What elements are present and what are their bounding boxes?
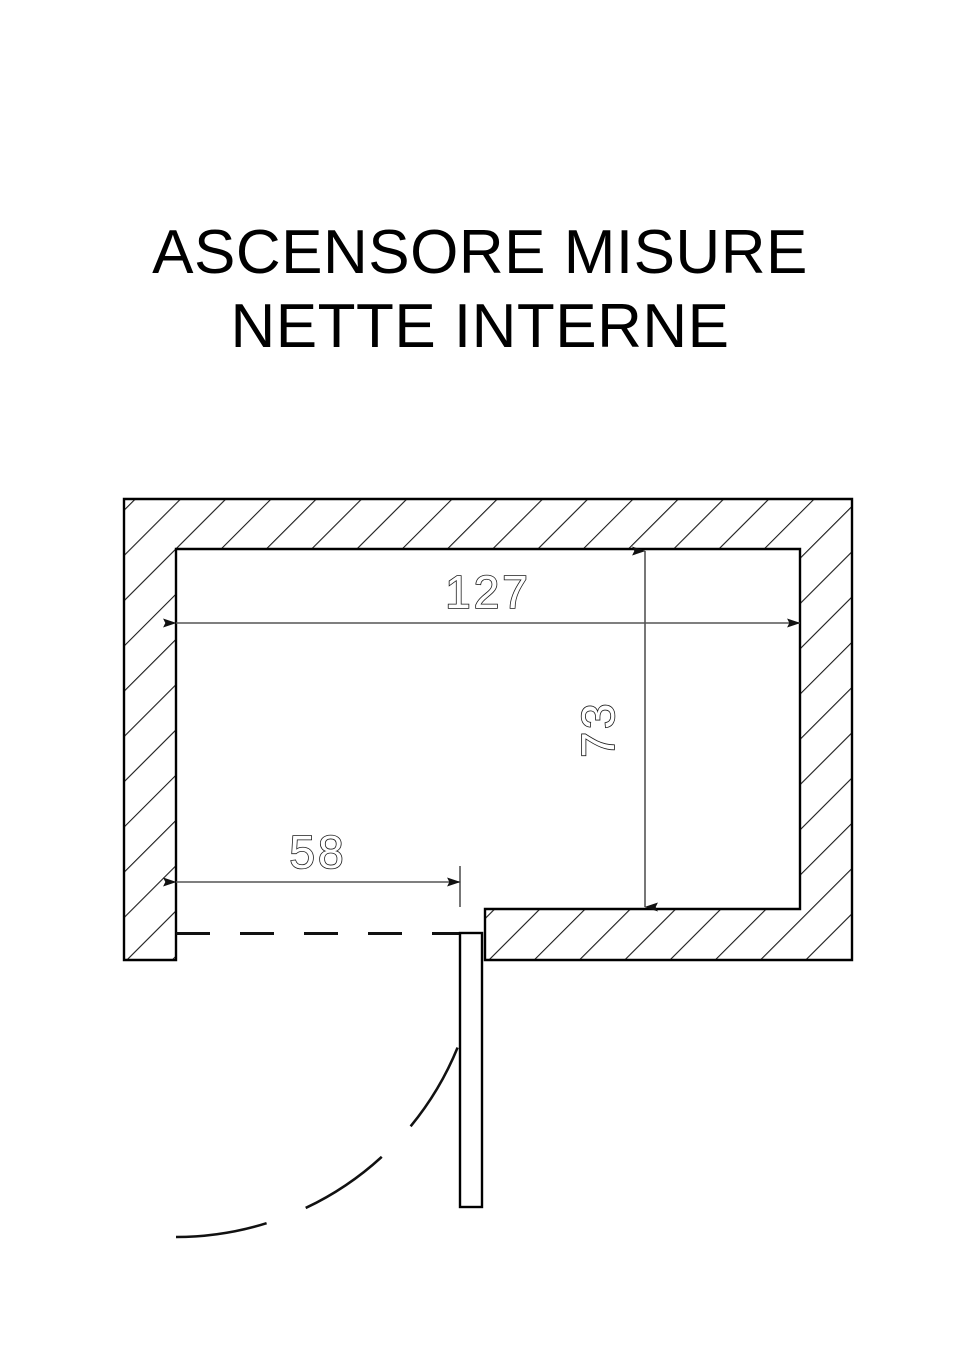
door-leaf bbox=[458, 931, 484, 1209]
dimension-depth-73: 73 bbox=[571, 546, 658, 912]
dimension-door-58: 58 bbox=[163, 825, 461, 907]
wall-hatch-fill bbox=[124, 499, 852, 960]
shaft-walls bbox=[122, 497, 854, 962]
door-swing-arc bbox=[175, 932, 482, 1239]
wall-outline bbox=[122, 497, 854, 962]
dimension-label-58: 58 bbox=[289, 826, 346, 878]
dimension-label-127: 127 bbox=[445, 566, 531, 618]
dimension-width-127: 127 bbox=[163, 565, 801, 628]
dimension-label-73: 73 bbox=[572, 700, 624, 757]
